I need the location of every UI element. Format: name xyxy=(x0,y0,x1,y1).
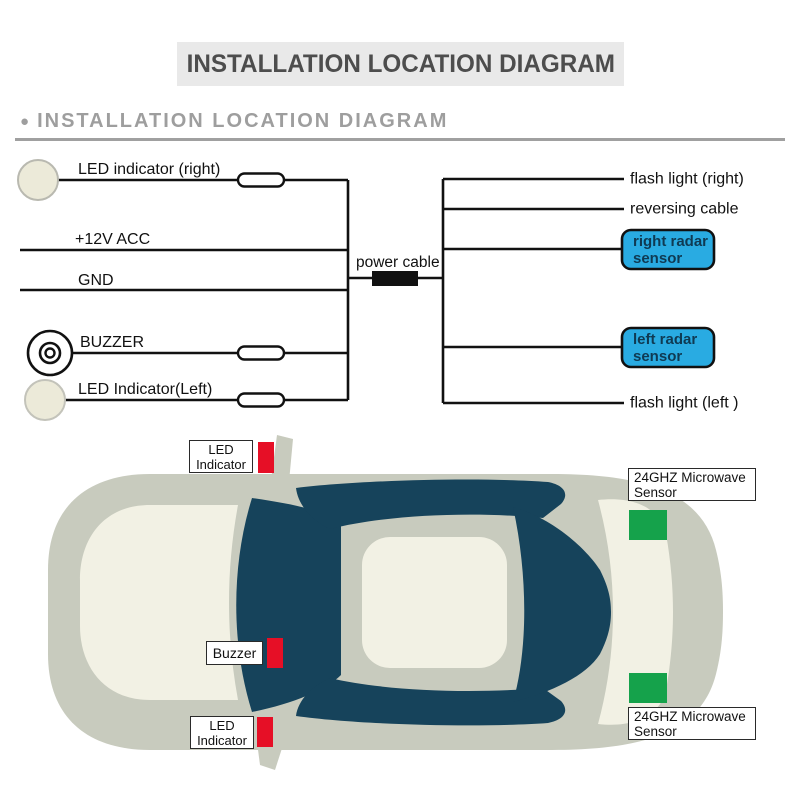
bullet-icon: ● xyxy=(20,113,30,130)
tag-text: LED xyxy=(208,441,234,457)
label-left-radar-2: sensor xyxy=(633,348,682,365)
mirror-top-icon xyxy=(271,435,293,482)
buzzer-outer-ring xyxy=(26,329,74,377)
left-radar-sensor-box xyxy=(620,326,716,369)
separator-line xyxy=(15,138,785,141)
tag-text: 24GHZ Microwave xyxy=(634,469,746,485)
microwave-sensor-bottom-tag: 24GHZ Microwave Sensor xyxy=(628,707,756,740)
car-roof xyxy=(362,537,507,668)
label-led-right: LED indicator (right) xyxy=(78,161,220,178)
microwave-sensor-top-tag: 24GHZ Microwave Sensor xyxy=(628,468,756,501)
connector-capsule-led-right xyxy=(236,172,286,188)
label-power-cable: power cable xyxy=(356,254,440,271)
connector-capsule-led-left xyxy=(236,392,286,408)
led-marker-top xyxy=(258,442,274,473)
tag-text: Buzzer xyxy=(212,644,257,661)
car-hood xyxy=(80,505,238,700)
buzzer-icon xyxy=(26,329,74,377)
section-title: INSTALLATION LOCATION DIAGRAM xyxy=(37,110,449,132)
car-top-view xyxy=(48,435,723,770)
title-banner: INSTALLATION LOCATION DIAGRAM xyxy=(177,42,624,86)
label-flash-left: flash light (left ) xyxy=(630,395,738,412)
side-window-top xyxy=(296,479,566,529)
buzzer-mid-ring xyxy=(38,341,62,365)
label-buzzer: BUZZER xyxy=(80,334,144,351)
wiring-diagram: LED indicator (right) +12V ACC GND BUZZE… xyxy=(17,159,744,421)
tag-text: Indicator xyxy=(196,456,246,472)
label-flash-right: flash light (right) xyxy=(630,171,744,188)
power-cable-plug xyxy=(372,271,418,286)
label-led-left: LED Indicator(Left) xyxy=(78,381,212,398)
car-rear-deck xyxy=(598,499,673,725)
tag-text: Indicator xyxy=(197,732,247,748)
microwave-sensor-marker-top xyxy=(629,510,667,540)
rear-window-glass xyxy=(513,507,611,702)
led-indicator-top-tag: LED Indicator xyxy=(189,440,253,473)
label-right-radar-2: sensor xyxy=(633,250,682,267)
led-left-icon xyxy=(24,379,66,421)
led-indicator-bottom-tag: LED Indicator xyxy=(190,716,254,749)
right-radar-sensor-box xyxy=(620,228,716,271)
label-reversing: reversing cable xyxy=(630,201,739,218)
microwave-sensor-marker-bottom xyxy=(629,673,667,703)
tag-text: Sensor xyxy=(634,723,677,739)
page-title: INSTALLATION LOCATION DIAGRAM xyxy=(186,49,615,78)
buzzer-inner-ring xyxy=(44,347,56,359)
led-right-icon xyxy=(17,159,59,201)
tag-text: 24GHZ Microwave xyxy=(634,708,746,724)
label-gnd: GND xyxy=(78,272,114,289)
wire-lines xyxy=(20,177,624,405)
buzzer-tag: Buzzer xyxy=(206,641,263,665)
side-window-bottom xyxy=(296,678,566,726)
label-right-radar-1: right radar xyxy=(633,233,708,250)
label-left-radar-1: left radar xyxy=(633,331,697,348)
section-header: ● INSTALLATION LOCATION DIAGRAM xyxy=(20,110,448,133)
windshield-glass xyxy=(236,498,341,712)
tag-text: Sensor xyxy=(634,484,677,500)
led-marker-bottom xyxy=(257,717,273,747)
tag-text: LED xyxy=(209,717,235,733)
connector-capsule-buzzer xyxy=(236,345,286,361)
label-acc: +12V ACC xyxy=(75,231,150,248)
buzzer-marker xyxy=(267,638,283,668)
